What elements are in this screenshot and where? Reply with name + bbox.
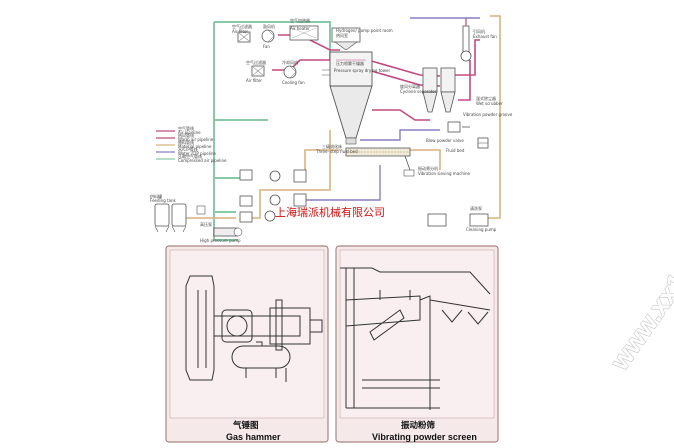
fan-1 xyxy=(261,29,275,43)
legend-en-4: Compressed air pipeline xyxy=(178,158,227,163)
legend-en-2: Material pipeline xyxy=(178,144,212,149)
label-scrubber-en: Wet scrubber xyxy=(476,101,503,106)
hot-air-room xyxy=(331,27,361,51)
label-air-filter-2-cn: 空气过滤器 xyxy=(246,59,266,65)
label-air-heater-cn: 空气加热器 xyxy=(290,17,310,23)
fan-3 xyxy=(239,193,307,207)
label-air-filter-2-en: Air filter xyxy=(246,78,262,83)
cyclone-separator-1 xyxy=(422,67,438,113)
label-fan-en: Fan xyxy=(263,44,270,49)
gas-hammer-title-cn: 气锤图 xyxy=(232,420,259,431)
spray-drying-tower xyxy=(322,51,373,145)
label-fan-cn: 鼓风机 xyxy=(263,23,275,29)
label-distributor-en: Hydrogen/ pump point room xyxy=(336,28,393,33)
vibrating-screen-drawing xyxy=(340,267,491,410)
blow-powder-valve xyxy=(447,121,470,133)
label-dryer-en: Pressure spray drying tower xyxy=(334,68,390,73)
legend-cn-2: 物料管线 xyxy=(178,139,194,145)
gas-hammer-drawing xyxy=(185,275,323,382)
gas-hammer-panel: 气锤图 Gas hammer xyxy=(165,245,329,443)
gas-hammer-title-en: Gas hammer xyxy=(226,432,281,442)
label-cleaning-pump-cn: 清洗泵 xyxy=(470,205,482,211)
fan-2 xyxy=(239,169,307,183)
high-pressure-pump xyxy=(213,227,243,237)
legend-cn-3: 水/CIP管线 xyxy=(178,146,198,152)
compressed-air-pipelines xyxy=(213,21,331,241)
label-hot-air-room-cn: 热风室 xyxy=(336,32,348,38)
label-feed-tank-en: Feeding tank xyxy=(150,198,177,203)
label-fluid-bed-pipe-en: Fluid bed xyxy=(446,148,465,153)
label-fluid-bed-cn: 三级流化床 xyxy=(322,143,342,149)
cleaning-groove xyxy=(427,213,489,227)
wet-scrubber xyxy=(477,137,489,149)
label-dryer-cn: 压力喷雾干燥器 xyxy=(336,60,364,66)
cyclone-separator-2 xyxy=(440,67,456,113)
air-filter-1 xyxy=(237,31,251,43)
legend-cn-1: 热风管线 xyxy=(178,132,194,138)
label-sieve-en: Vibration sieving machine xyxy=(418,171,471,176)
process-flow-diagram: 空气过滤器 Air filter 鼓风机 Fan 空气加热器 Air heate… xyxy=(150,15,513,243)
vibrating-screen-title-cn: 振动粉筛 xyxy=(401,420,436,431)
legend-en-3: Water /CIP pipeline xyxy=(178,151,217,156)
label-hp-pump-cn: 高压泵 xyxy=(200,221,212,227)
component-labels: 空气过滤器 Air filter 鼓风机 Fan 空气加热器 Air heate… xyxy=(150,17,513,243)
label-sieve-cn: 振动筛分机 xyxy=(418,165,438,171)
vibrating-screen-panel: 振动粉筛 Vibrating powder screen xyxy=(335,245,499,443)
label-exhaust-en: Exhaust fan xyxy=(473,34,497,39)
feed-tanks xyxy=(154,203,206,233)
label-cooling-fan-en: Cooling fan xyxy=(282,80,305,85)
vibrating-screen-title-en: Vibrating powder screen xyxy=(372,432,477,442)
label-air-filter-1-en: Air filter xyxy=(232,29,248,34)
label-blow-powder-en: Blow powder valve xyxy=(426,138,464,143)
label-cyclone-en: Cyclone separator xyxy=(400,89,437,94)
air-filter-2 xyxy=(251,65,265,77)
legend-en-1: Warm air pipeline xyxy=(178,137,214,142)
label-fluid-bed-en: Three- step fluid bed xyxy=(315,149,358,154)
exhaust-stack xyxy=(460,18,472,62)
company-name: 上海瑞派机械有限公司 xyxy=(275,205,385,219)
legend-cn-0: 空气管线 xyxy=(178,125,194,131)
legend-cn-4: 压缩空气管线 xyxy=(178,153,202,159)
label-cyclone-cn: 旋风分离器 xyxy=(400,83,420,89)
label-cleaning-pump-en: Cleaning pump xyxy=(466,227,497,232)
label-hp-pump-en: High pressure pump xyxy=(200,238,241,243)
legend-labels: 空气管线 Air pipeline 热风管线 Warm air pipeline… xyxy=(178,125,227,163)
label-exhaust-cn: 引风机 xyxy=(473,28,485,34)
label-scrubber-cn: 湿式除尘器 xyxy=(476,95,496,101)
legend-en-0: Air pipeline xyxy=(178,130,201,135)
air-filter-3 xyxy=(239,210,276,223)
label-air-filter-1-cn: 空气过滤器 xyxy=(232,23,252,29)
air-heater xyxy=(289,25,319,41)
watermark-text: www.xx1111.com xyxy=(604,186,674,376)
label-air-heater-en: Air heater xyxy=(290,26,310,31)
water-pipelines xyxy=(300,17,480,201)
cooling-fan xyxy=(283,65,297,79)
pipeline-legend xyxy=(156,130,175,160)
fluid-bed xyxy=(345,147,415,177)
label-vibration-groove-en: Vibration powder groove xyxy=(463,112,513,117)
label-cooling-fan-cn: 冷却风机 xyxy=(282,59,298,65)
label-feed-tank-cn: 供料罐 xyxy=(150,193,162,199)
